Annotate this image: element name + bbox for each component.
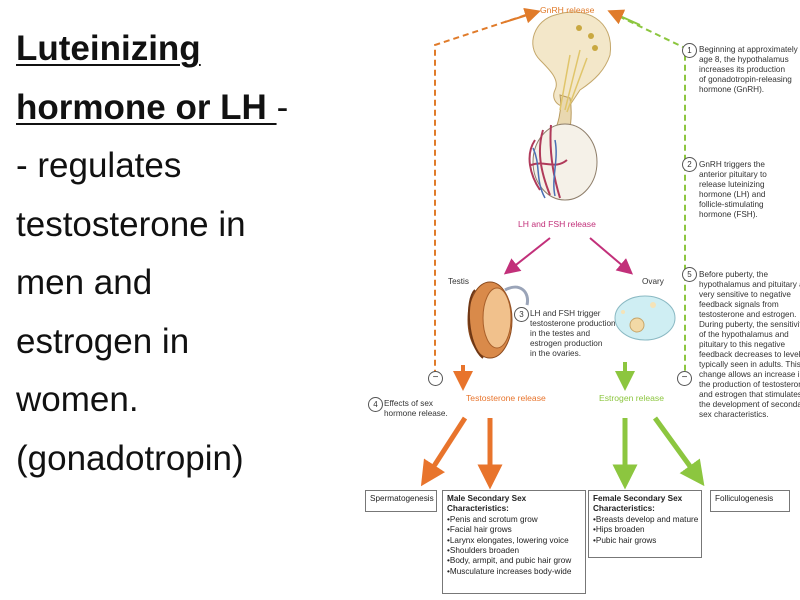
title-line-2-underlined: hormone or LH: [16, 87, 277, 127]
negative-feedback-right: −: [677, 371, 692, 386]
gnrh-feedback-loop-left: [434, 11, 536, 380]
list-item: Shoulders broaden: [447, 546, 581, 556]
title-line-1: Luteinizing: [16, 29, 201, 68]
negative-feedback-left: −: [428, 371, 443, 386]
estrogen-arrow-right: [652, 416, 705, 487]
puberty-hormone-diagram: GnRH release LH and FSH release Testis O…: [355, 0, 800, 600]
title-line-2: hormone or LH -: [16, 79, 346, 138]
list-item: Larynx elongates, lowering voice: [447, 536, 581, 546]
spermatogenesis-box: Spermatogenesis: [365, 490, 437, 512]
step-2-number: 2: [682, 157, 697, 172]
diagram-graphics: [420, 7, 705, 490]
text-line-5: men and: [16, 263, 153, 302]
testosterone-arrow-left: [420, 416, 468, 487]
gnrh-release-label: GnRH release: [540, 5, 595, 15]
text-line-6: estrogen in: [16, 321, 190, 361]
text-line-8: (gonadotropin): [16, 438, 244, 478]
list-item: Facial hair grows: [447, 525, 581, 535]
ovary-illustration: [614, 295, 676, 341]
step-3-number: 3: [514, 307, 529, 322]
lh-fsh-arrow-left: [503, 237, 551, 275]
testosterone-release-label: Testosterone release: [466, 393, 546, 403]
list-item: Musculature increases body-wide: [447, 567, 581, 577]
folliculogenesis-box: Folliculogenesis: [710, 490, 790, 512]
testis-label: Testis: [448, 277, 469, 286]
text-line-4: testosterone in: [16, 204, 246, 244]
female-characteristics-list: Breasts develop and mature Hips broaden …: [593, 515, 698, 546]
main-text-block: Luteinizing hormone or LH - - regulates …: [16, 20, 346, 488]
blood-vessels-blue: [532, 139, 557, 199]
step-5-number: 5: [682, 267, 697, 282]
neuron-fibers: [559, 49, 588, 113]
list-item: Pubic hair grows: [593, 536, 697, 546]
step-1-number: 1: [682, 43, 697, 58]
lh-fsh-arrow-right: [589, 237, 634, 275]
hypothalamus-shape: [532, 11, 612, 107]
list-item: Hips broaden: [593, 525, 697, 535]
list-item: Penis and scrotum grow: [447, 515, 581, 525]
male-characteristics-list: Penis and scrotum grow Facial hair grows…: [447, 515, 581, 577]
list-item: Breasts develop and mature: [593, 515, 698, 525]
spermatogenesis-label: Spermatogenesis: [370, 494, 434, 503]
lh-fsh-release-label: LH and FSH release: [518, 219, 596, 229]
folliculogenesis-label: Folliculogenesis: [715, 494, 774, 503]
ovary-label: Ovary: [642, 277, 664, 286]
text-line-3: - regulates: [16, 146, 182, 185]
estrogen-release-label: Estrogen release: [599, 393, 664, 403]
text-line-7: women.: [16, 380, 139, 419]
gnrh-arrow-right: [607, 9, 641, 26]
step-4-number: 4: [368, 397, 383, 412]
gnrh-arrow-left: [504, 7, 541, 24]
blood-vessels: [528, 124, 568, 199]
list-item: Body, armpit, and pubic hair grow: [447, 556, 581, 566]
dash: -: [276, 87, 289, 127]
